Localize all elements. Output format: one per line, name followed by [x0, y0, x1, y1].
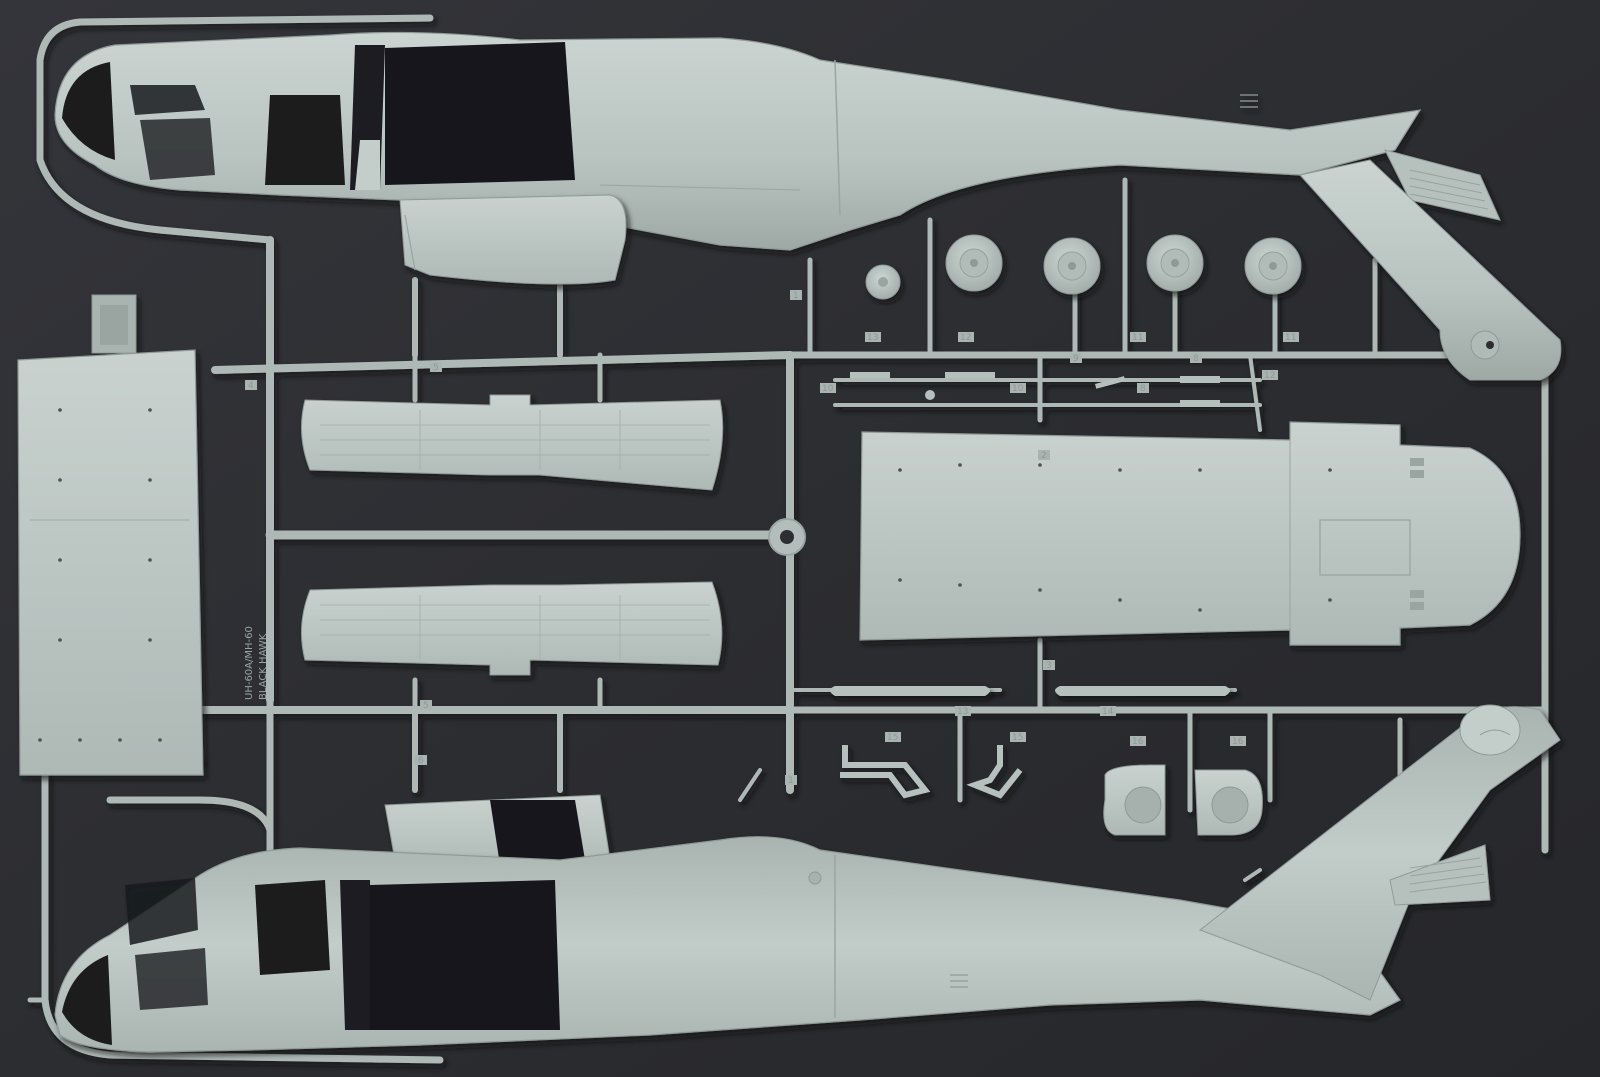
svg-text:8: 8	[1193, 354, 1199, 364]
tail-wheel	[865, 264, 901, 300]
main-wheel-4	[1244, 237, 1302, 295]
svg-text:12: 12	[1264, 371, 1275, 381]
part-number-tag: 5	[430, 362, 442, 373]
svg-text:14: 14	[1102, 707, 1114, 717]
part-number-tag: 13	[865, 332, 881, 343]
svg-text:BLACK HAWK: BLACK HAWK	[258, 633, 269, 700]
part-number-tag: 11	[1130, 332, 1146, 343]
horizontal-stabilizer-lower	[301, 581, 723, 676]
wheel-parts	[865, 234, 1302, 300]
part-number-tag: 16	[1230, 736, 1246, 747]
main-wheel-3	[1146, 234, 1204, 292]
main-wheel-1	[945, 234, 1003, 292]
svg-text:11: 11	[1285, 333, 1296, 343]
part-number-tag: 14	[1100, 706, 1116, 717]
svg-text:5: 5	[423, 701, 429, 711]
svg-text:UH-60A/MH-60: UH-60A/MH-60	[244, 626, 255, 700]
svg-text:9: 9	[1073, 354, 1079, 364]
svg-text:16: 16	[1232, 737, 1244, 747]
part-number-tag: 10	[820, 383, 836, 394]
sprue-hub	[768, 518, 806, 556]
svg-text:3: 3	[1046, 661, 1052, 671]
svg-text:1: 1	[788, 776, 794, 786]
part-number-tag: 15	[885, 732, 901, 743]
svg-text:16: 16	[1132, 737, 1144, 747]
svg-text:5: 5	[433, 363, 439, 373]
engine-intake-parts	[1103, 764, 1263, 836]
horizontal-stabilizer-upper	[301, 394, 724, 491]
part-number-tag: 12	[1262, 370, 1278, 381]
part-number-tag: 12	[958, 332, 974, 343]
svg-text:8: 8	[1140, 384, 1146, 394]
part-number-tag: 16	[1130, 736, 1146, 747]
part-number-tags: 10 10 8 9 8 12 13 14 15 16 16 15 11 11 1…	[245, 290, 1299, 786]
part-number-tag: 10	[1010, 383, 1026, 394]
fuselage-half-bottom	[54, 704, 1561, 1053]
svg-text:1: 1	[793, 291, 799, 301]
fuselage-half-top	[54, 31, 1562, 381]
part-number-tag: 5	[420, 700, 432, 711]
landing-gear-struts	[830, 686, 1230, 799]
svg-text:13: 13	[957, 707, 968, 717]
svg-text:13: 13	[867, 333, 878, 343]
svg-text:4: 4	[248, 381, 254, 391]
main-wheel-2	[1043, 237, 1101, 295]
part-number-tag: 3	[1043, 660, 1055, 671]
part-number-tag: 2	[1038, 450, 1050, 461]
svg-text:2: 2	[1041, 451, 1047, 461]
part-number-tag: 8	[1190, 353, 1202, 364]
svg-text:11: 11	[1132, 333, 1143, 343]
part-number-tag: 9	[1070, 353, 1082, 364]
svg-text:12: 12	[960, 333, 971, 343]
svg-text:15: 15	[887, 733, 898, 743]
part-number-tag: 1	[785, 775, 797, 786]
part-number-tag: 8	[1137, 383, 1149, 394]
engine-cowling-top	[399, 194, 627, 285]
part-number-tag: 11	[1283, 332, 1299, 343]
engine-cowling-bottom	[384, 794, 611, 871]
cabin-floor-main	[859, 421, 1521, 646]
small-detail-parts	[850, 372, 1220, 407]
svg-text:10: 10	[822, 384, 834, 394]
part-number-tag: 1	[790, 290, 802, 301]
sprue-name-label: UH-60A/MH-60 BLACK HAWK	[244, 626, 269, 700]
part-number-tag: 6	[415, 755, 427, 766]
svg-text:6: 6	[418, 756, 424, 766]
svg-text:10: 10	[1012, 384, 1024, 394]
part-number-tag: 13	[955, 706, 971, 717]
cabin-floor-panel	[17, 294, 204, 776]
part-number-tag: 4	[245, 380, 257, 391]
part-number-tag: 15	[1010, 732, 1026, 743]
svg-text:15: 15	[1012, 733, 1023, 743]
